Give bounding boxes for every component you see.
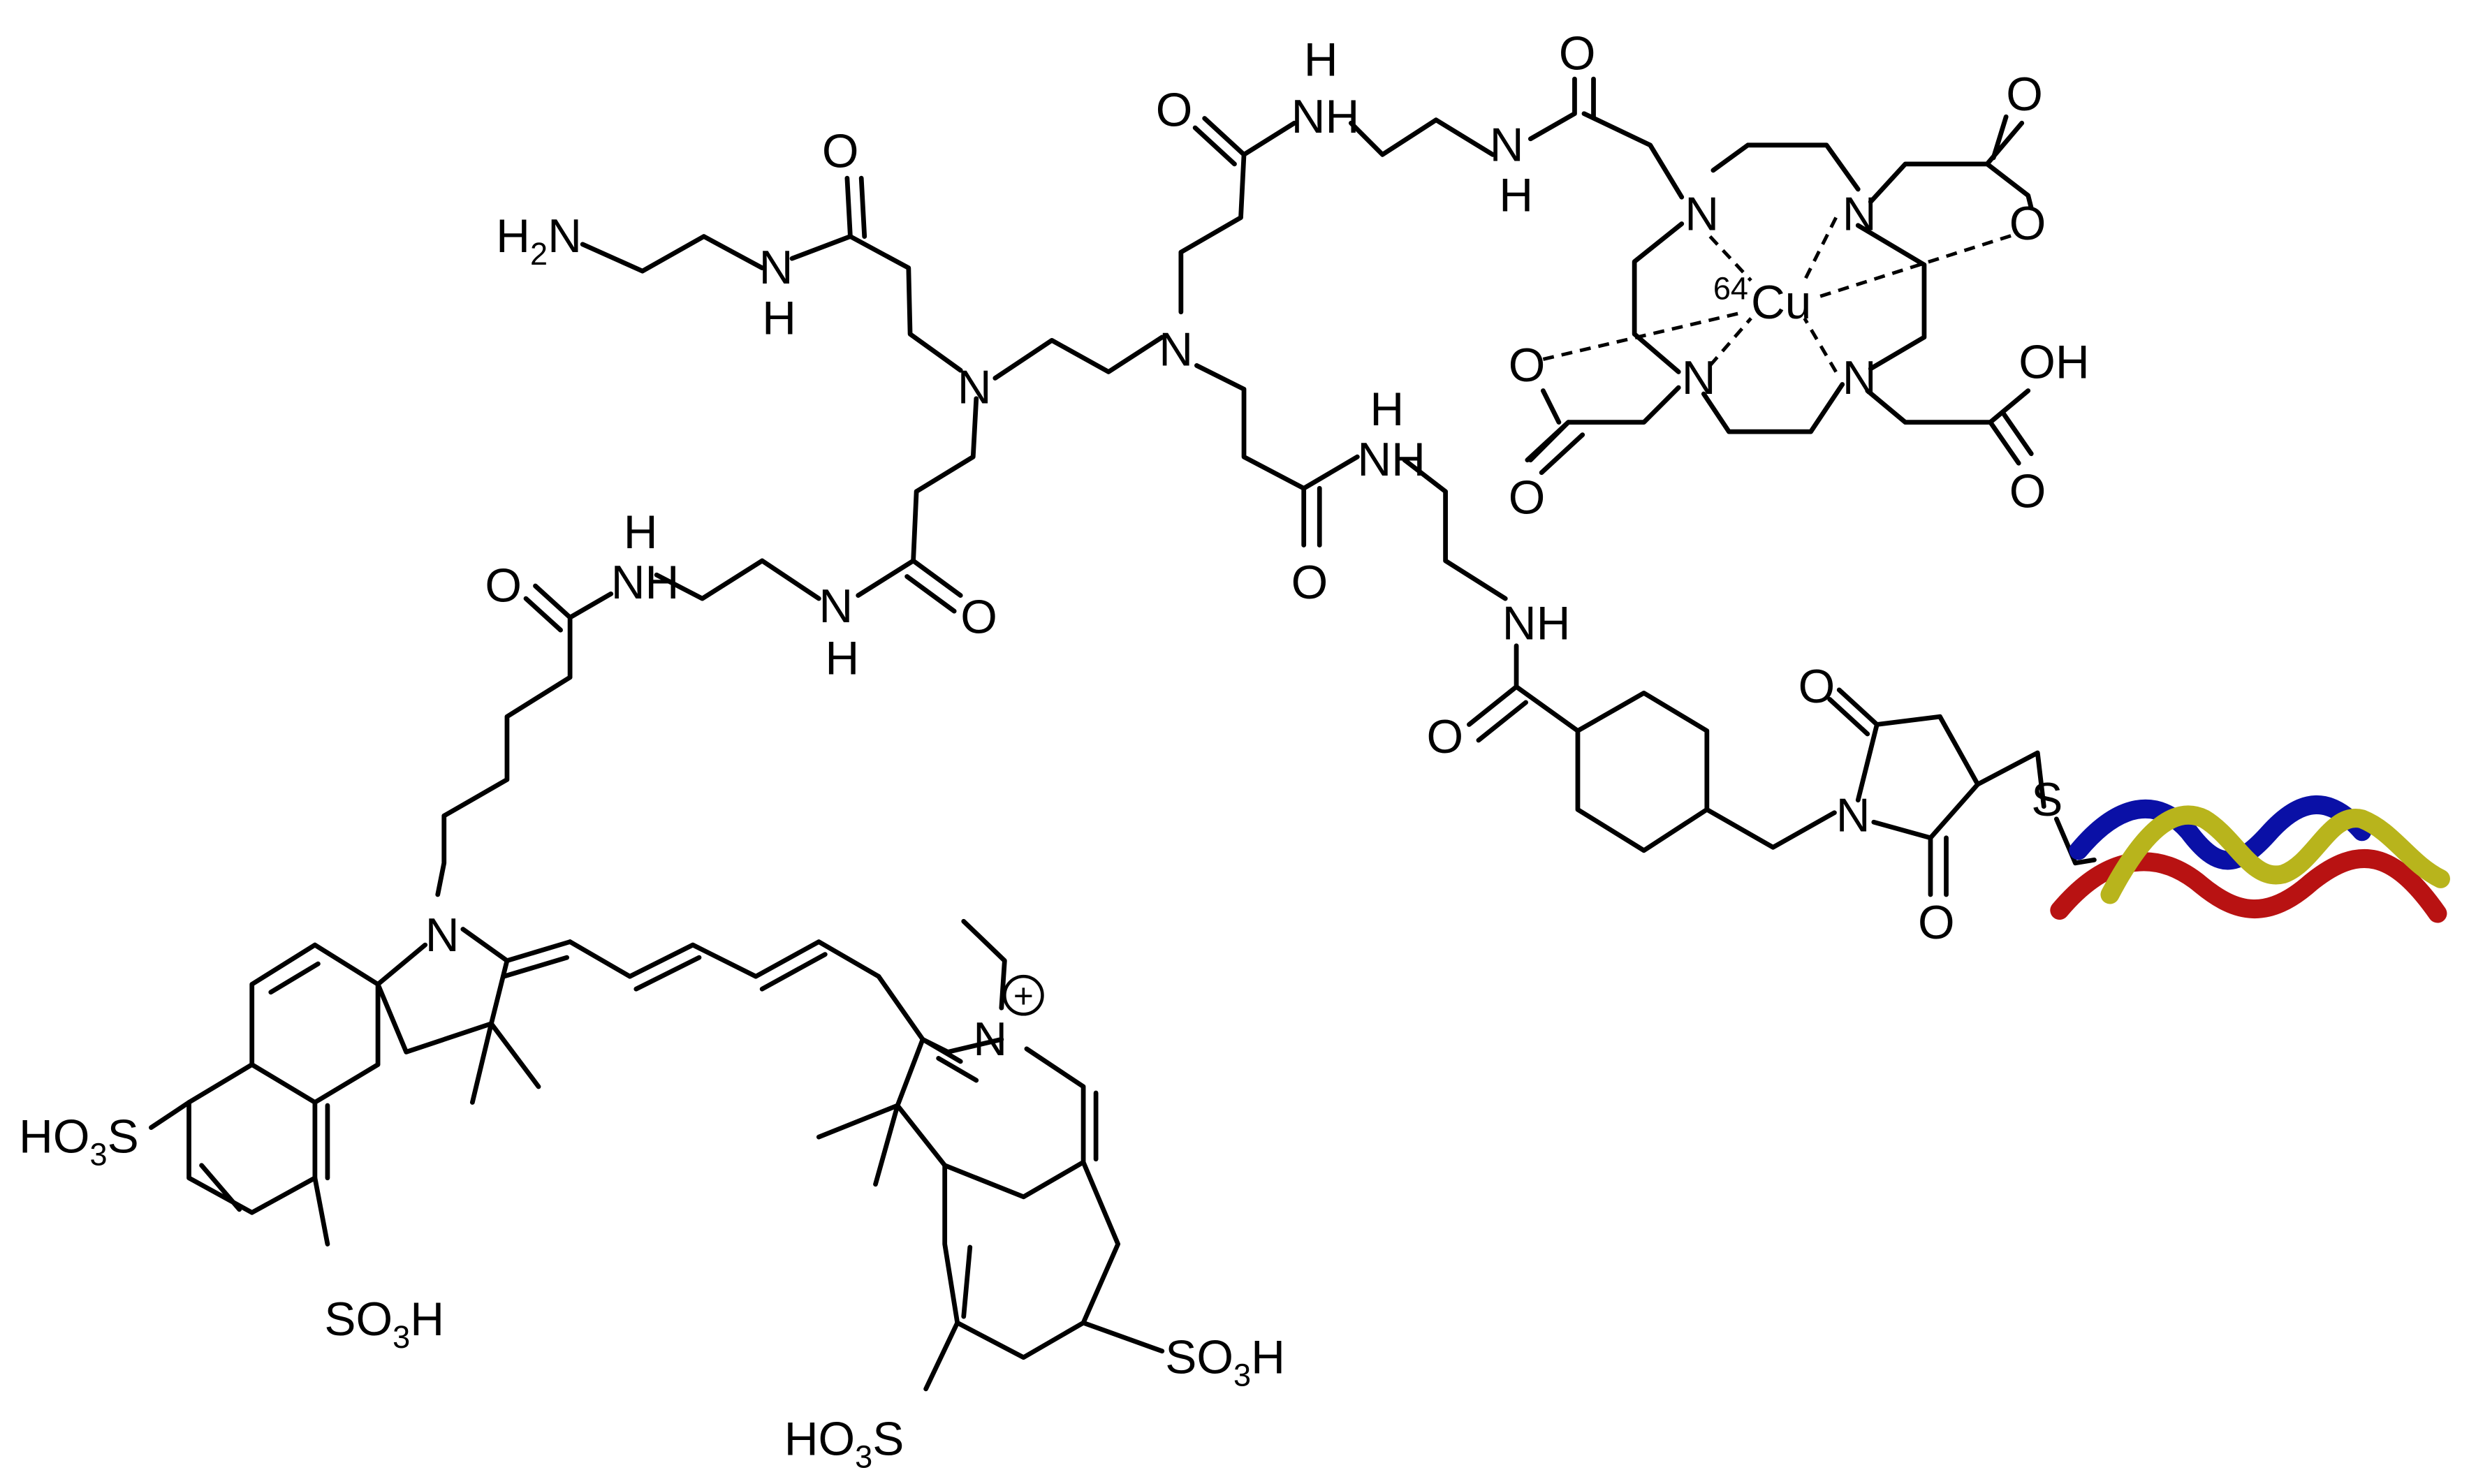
- atom-o-imide-1: O: [1798, 661, 1836, 713]
- atom-o-1: O: [822, 125, 859, 177]
- atom-n-indole-right: N: [973, 1013, 1007, 1066]
- atom-h-amide-1: H: [762, 292, 796, 344]
- atom-oh-acid: OH: [2019, 336, 2089, 388]
- atom-o-5: O: [1559, 28, 1596, 80]
- plus-circle-icon: +: [1013, 976, 1034, 1015]
- atom-n-indole-left: N: [425, 909, 460, 962]
- atom-nh-3: NH: [611, 557, 680, 609]
- atom-h-amide-2: H: [825, 632, 859, 684]
- strand-yellow: [2100, 805, 2450, 904]
- atom-o-acid-3: O: [1509, 339, 1546, 392]
- atom-o-acid-2: O: [2009, 198, 2046, 250]
- atom-n-cyclam-1: N: [1685, 189, 1719, 241]
- atom-o-imide-2: O: [1918, 897, 1955, 949]
- atom-n-amide-5: N: [1490, 119, 1524, 171]
- atom-n-cyclam-4: N: [1842, 352, 1877, 404]
- cu-isotope-label: 64: [1713, 271, 1748, 307]
- sulfo-bottom-1: SO3H: [324, 1293, 444, 1355]
- atom-o-acid-4: O: [1509, 471, 1546, 524]
- atom-s-thioether: S: [2031, 774, 2063, 826]
- amine-h2n-label: H2N: [496, 210, 582, 272]
- sulfo-right-1: SO3H: [1165, 1331, 1285, 1393]
- atom-n-core-right: N: [1159, 323, 1193, 376]
- sulfo-bottom-2: HO3S: [784, 1413, 904, 1475]
- atom-n-amide-2: N: [819, 580, 853, 633]
- atom-nh-7: NH: [1502, 598, 1571, 650]
- atom-n-core-left: N: [958, 362, 992, 414]
- atom-h-4-top: H: [1304, 34, 1338, 87]
- atom-o-acid-1: O: [2006, 68, 2043, 121]
- atom-o-4: O: [1156, 85, 1193, 137]
- atom-o-2: O: [960, 592, 997, 644]
- coordination-bonds: [1542, 216, 2019, 373]
- bond-lines: [149, 76, 2097, 1392]
- oligonucleotide-helix: [2050, 795, 2450, 923]
- atom-h-3-top: H: [624, 506, 658, 559]
- atom-n-amide-1: N: [759, 242, 793, 294]
- atom-h-6-top: H: [1370, 383, 1404, 436]
- atom-o-3: O: [485, 560, 522, 612]
- atom-labels: H2N N H O N N O N H NH H O O NH H N H O …: [19, 28, 2090, 1475]
- atom-h-amide-5: H: [1499, 170, 1533, 222]
- atom-o-acid-5: O: [2009, 465, 2046, 517]
- atom-o-6: O: [1291, 557, 1328, 609]
- atom-nh-4: NH: [1291, 91, 1360, 143]
- atom-n-imide: N: [1836, 790, 1870, 842]
- atom-n-cyclam-2: N: [1842, 189, 1877, 241]
- atom-n-cyclam-3: N: [1682, 352, 1716, 404]
- strand-blue: [2069, 795, 2372, 870]
- atom-cu: Cu: [1751, 277, 1811, 329]
- sulfo-left-1: HO3S: [19, 1111, 139, 1173]
- charge-circle: [1003, 974, 1044, 1016]
- atom-nh-6: NH: [1357, 434, 1426, 486]
- atom-o-7: O: [1427, 711, 1464, 763]
